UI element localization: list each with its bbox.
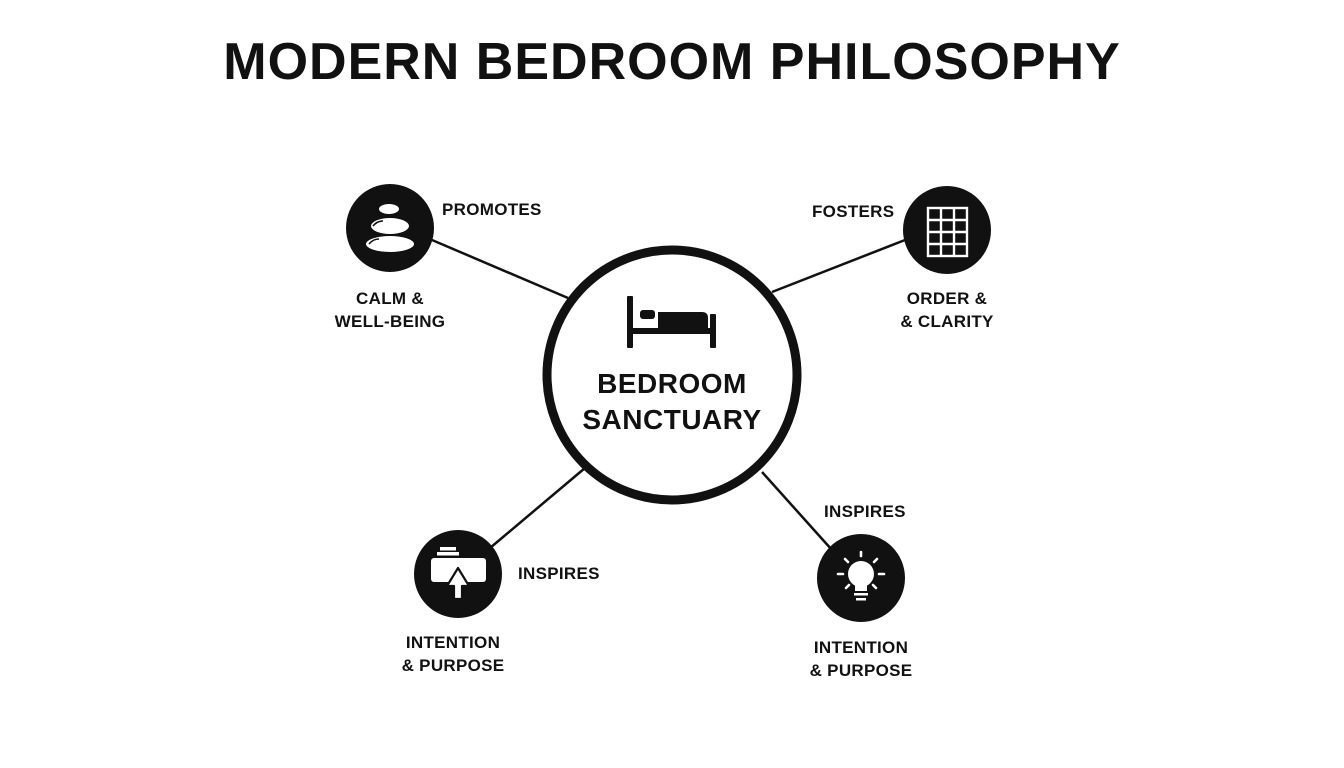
tray-arrow-up-icon xyxy=(431,547,486,601)
node-label-order-line1: ORDER & xyxy=(906,289,988,308)
relation-label-intention-left: INSPIRES xyxy=(518,564,600,583)
diagram-title: MODERN BEDROOM PHILOSOPHY xyxy=(223,33,1121,91)
connector-intention-right xyxy=(761,471,833,551)
center-label-line2: SANCTUARY xyxy=(582,404,762,435)
center-label-line1: BEDROOM xyxy=(597,368,747,399)
connector-calm xyxy=(431,238,569,300)
center-hub xyxy=(542,245,802,505)
node-label-intention-left-line1: INTENTION xyxy=(405,633,501,652)
node-label-intention-right-line2: & PURPOSE xyxy=(809,661,913,680)
connector-intention-left xyxy=(489,467,586,549)
node-label-intention-left-line2: & PURPOSE xyxy=(401,656,505,675)
relation-label-calm: PROMOTES xyxy=(442,200,542,219)
connector-order xyxy=(771,238,906,294)
grid-icon xyxy=(926,206,969,258)
node-label-order-line2: & CLARITY xyxy=(900,312,994,331)
relation-label-intention-right: INSPIRES xyxy=(824,502,906,521)
node-label-calm-line2: WELL-BEING xyxy=(334,312,446,331)
node-label-intention-right-line1: INTENTION xyxy=(813,638,909,657)
bed-icon xyxy=(627,296,716,348)
relation-label-order: FOSTERS xyxy=(812,202,895,221)
node-order xyxy=(903,186,991,274)
node-label-calm-line1: CALM & xyxy=(356,289,424,308)
light-bulb-icon xyxy=(836,550,886,601)
